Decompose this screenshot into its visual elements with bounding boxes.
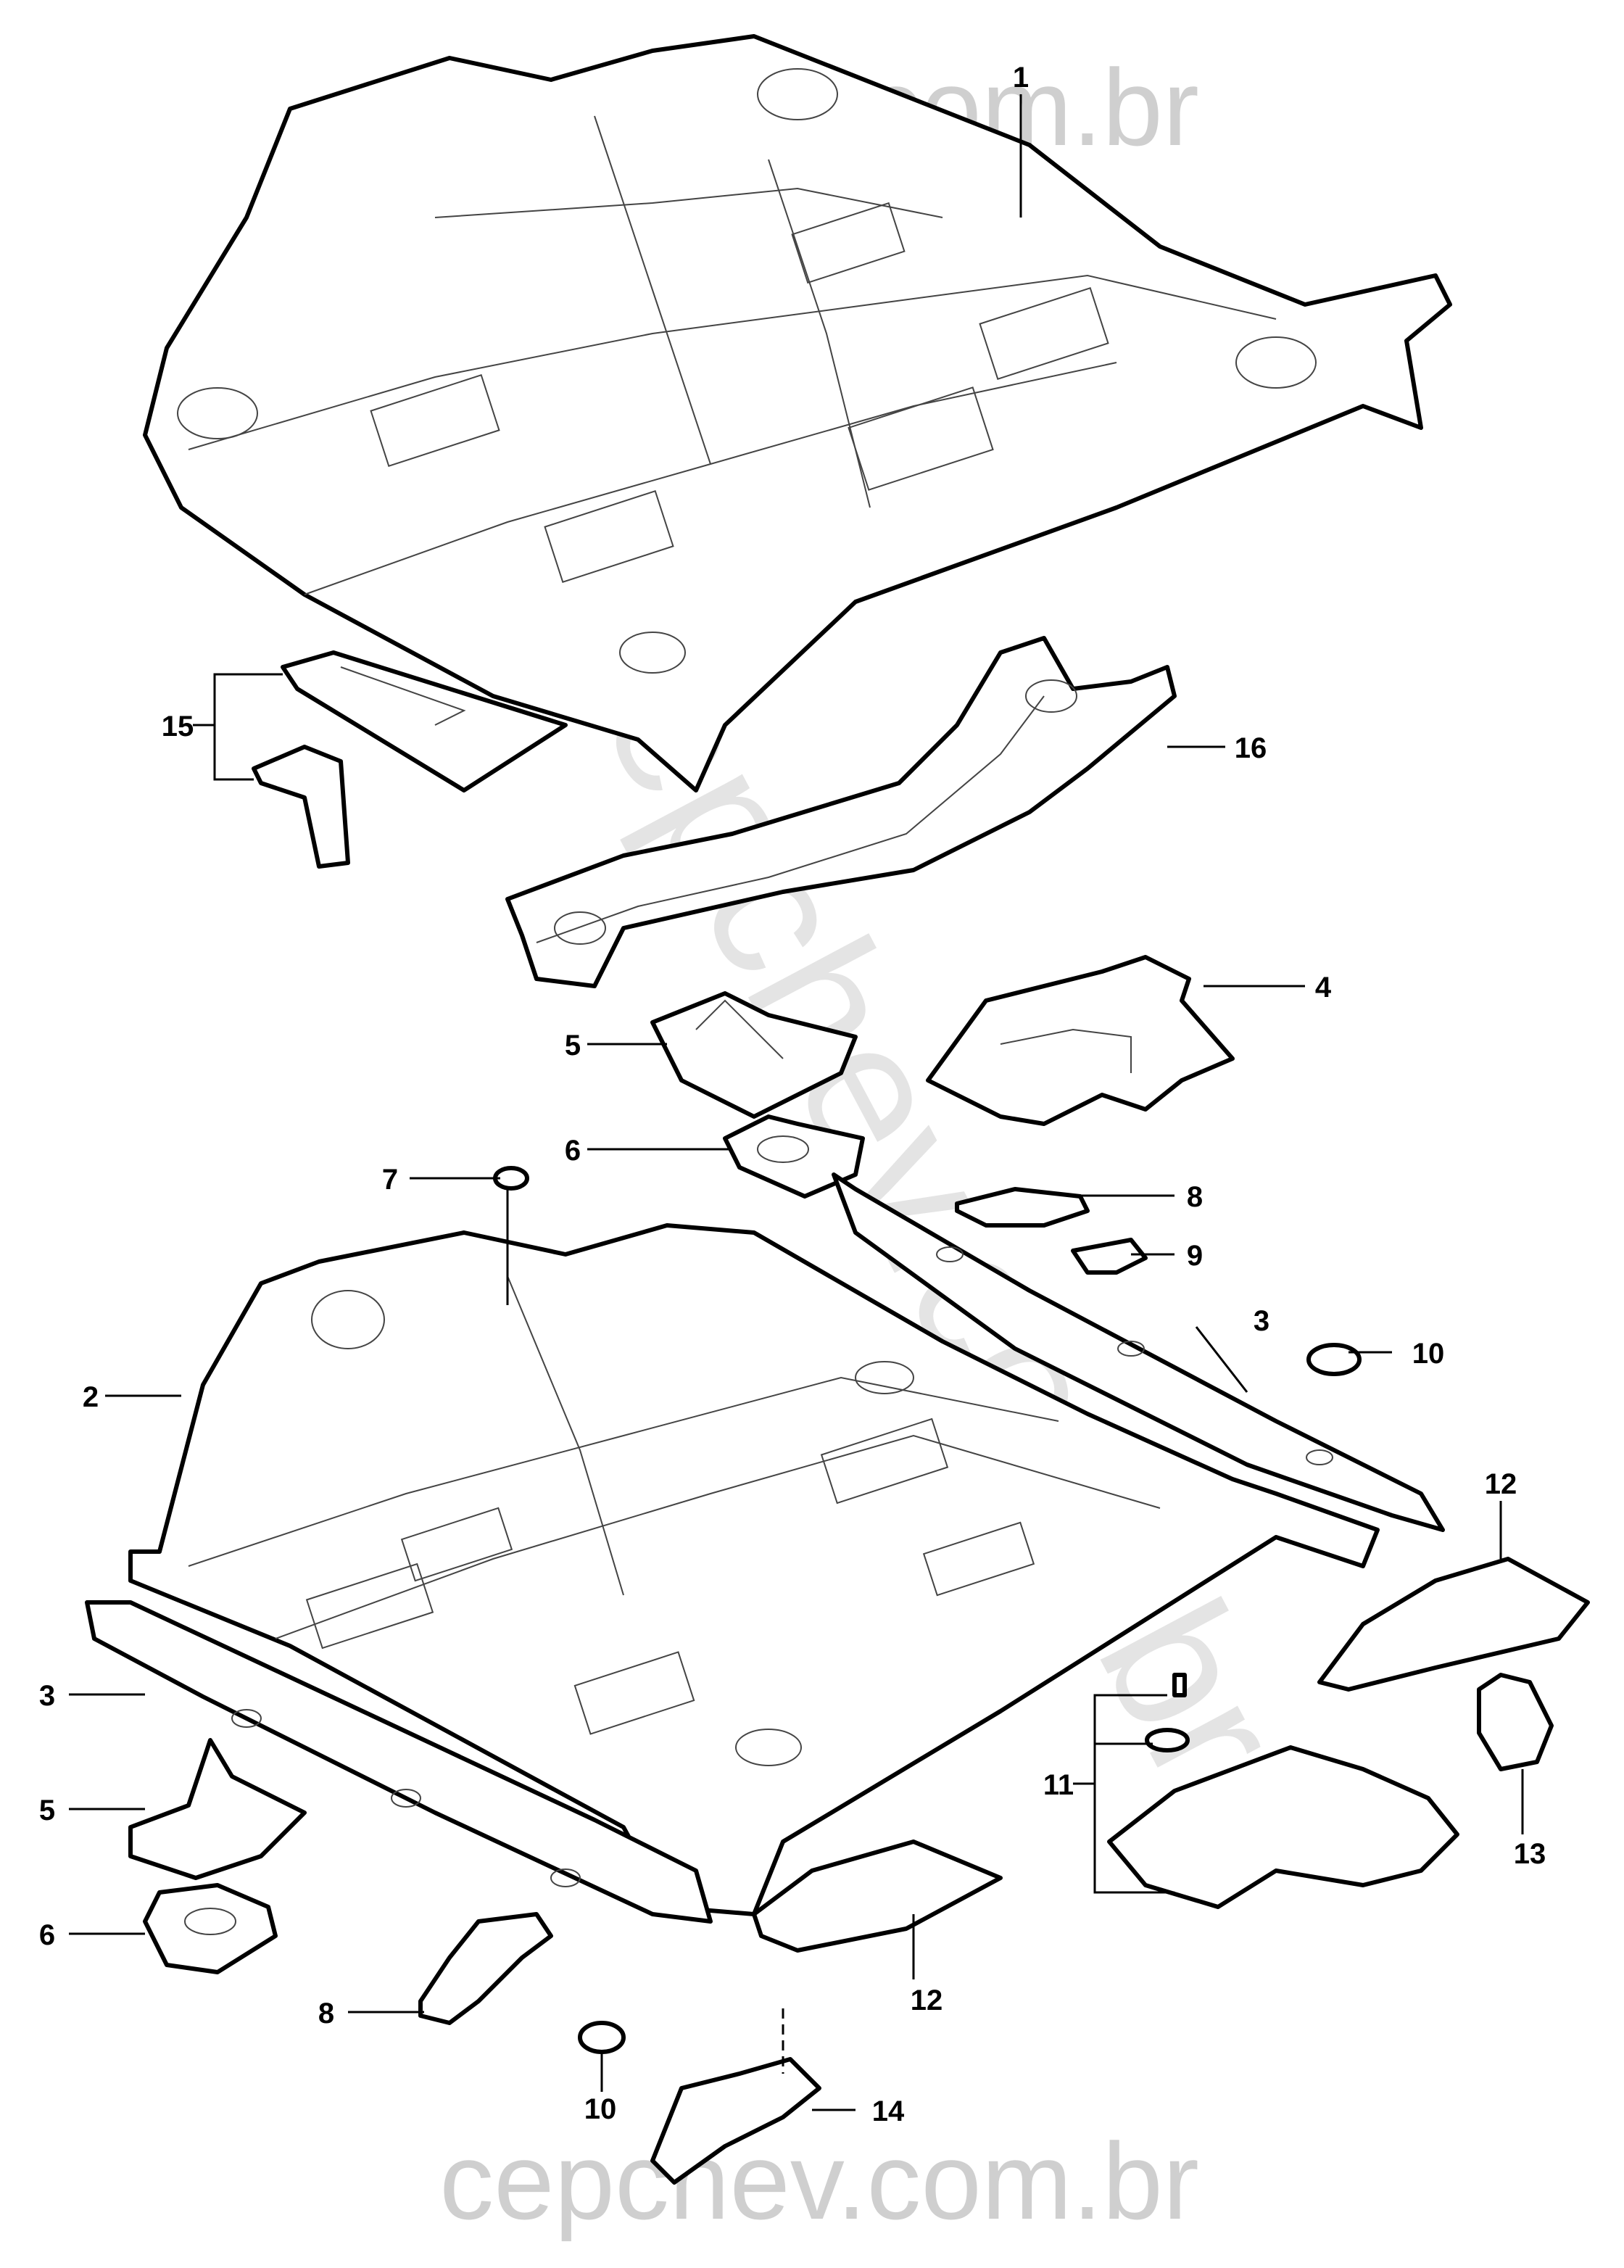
callout-14: 14 <box>872 2095 905 2127</box>
callout-labels: 1 2 3 3 4 5 5 6 6 7 8 8 9 10 10 11 12 12… <box>39 62 1546 2127</box>
part-6-lower-bracket <box>143 1883 278 1974</box>
part-10-upper-plug <box>1306 1343 1362 1376</box>
part-9-cover <box>1071 1238 1148 1275</box>
callout-12: 12 <box>1485 1468 1517 1500</box>
callout-10: 10 <box>584 2093 617 2125</box>
callout-5: 5 <box>39 1795 55 1826</box>
callout-8: 8 <box>318 1998 334 2029</box>
part-11-rear-panel <box>1107 1673 1459 1909</box>
part-15-floor-reinforcement <box>252 650 568 869</box>
part-3-upper-sill <box>832 1172 1445 1532</box>
callout-1: 1 <box>1013 62 1029 94</box>
callout-3: 3 <box>1254 1305 1269 1337</box>
callout-9: 9 <box>1187 1240 1203 1272</box>
callout-3: 3 <box>39 1680 55 1712</box>
callout-4: 4 <box>1315 972 1332 1003</box>
callout-8: 8 <box>1187 1181 1203 1213</box>
callout-6: 6 <box>565 1135 581 1167</box>
callout-10: 10 <box>1412 1338 1445 1370</box>
callout-16: 16 <box>1235 732 1267 764</box>
part-12-upper-panel <box>1317 1557 1590 1692</box>
part-3-lower-sill <box>85 1600 713 1924</box>
part-14-bracket <box>650 2057 821 2185</box>
watermark-bottom: cepchev.com.br <box>439 2120 1199 2242</box>
part-4-tunnel-cover <box>926 955 1235 1126</box>
part-6-upper-bracket <box>723 1114 865 1199</box>
leader-lines <box>69 94 1524 2111</box>
part-10-lower-plug <box>578 2021 626 2054</box>
part-8-lower-bracket <box>418 1912 553 2025</box>
callout-5: 5 <box>565 1030 581 1061</box>
part-8-upper-bracket <box>955 1187 1090 1228</box>
callout-2: 2 <box>83 1381 99 1413</box>
part-16-tunnel-reinforcement <box>505 636 1177 988</box>
part-1-floor-panel-assembly <box>143 34 1452 792</box>
part-5-upper-seat-panel <box>650 991 858 1119</box>
callout-12: 12 <box>911 1984 943 2016</box>
part-13-cover <box>1477 1673 1554 1771</box>
callout-6: 6 <box>39 1919 55 1951</box>
part-5-lower-seat-panel <box>128 1738 307 1880</box>
callout-7: 7 <box>382 1164 398 1196</box>
callout-13: 13 <box>1514 1838 1546 1870</box>
part-12-lower-panel <box>752 1839 1003 1953</box>
callout-15: 15 <box>162 711 194 742</box>
callout-11: 11 <box>1043 1769 1074 1801</box>
